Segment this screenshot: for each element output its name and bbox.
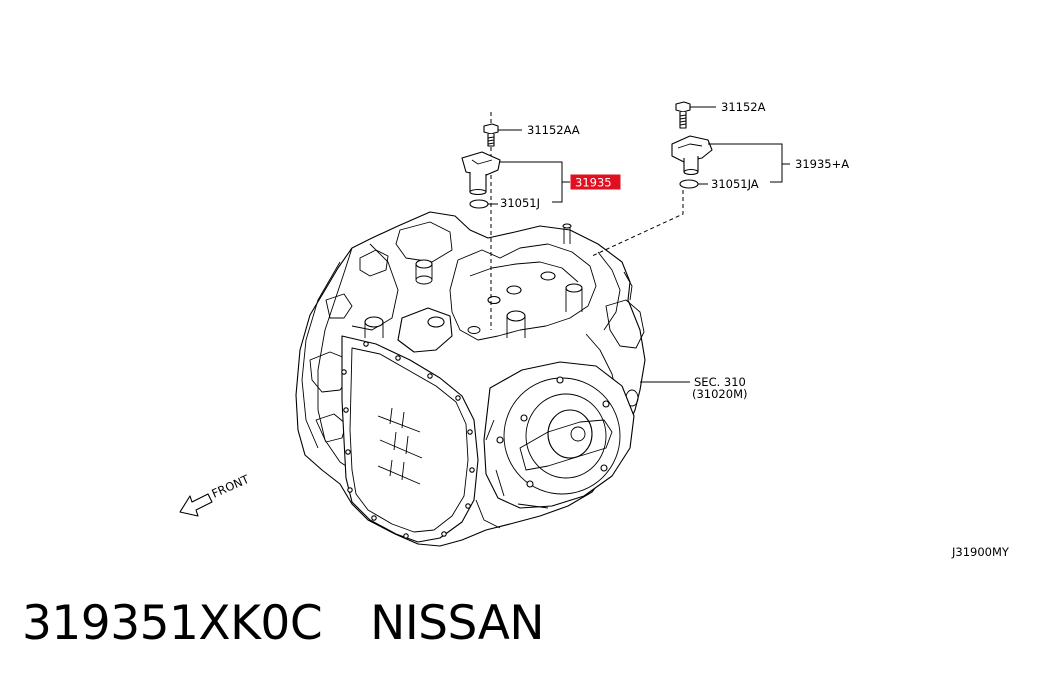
sensor-right-label: 31935+A [795,157,849,171]
sensor-group-right: 31152A 31935+A 31051JA [671,100,849,191]
oring-left-label: 31051J [500,196,540,210]
section-ref-line2: (31020M) [692,387,747,401]
oring-right-icon [679,179,699,189]
section-ref-line1: SEC. 310 [694,375,746,389]
bolt-left-label: 31152AA [527,123,580,137]
highlighted-part-text: 31935 [575,176,612,190]
bolt-right-label: 31152A [721,100,766,114]
part-caption: 319351XK0C NISSAN [22,596,545,651]
transmission-assembly [295,211,646,547]
highlighted-part-label: 31935 [570,174,621,190]
bolt-right-icon [675,101,691,129]
bolt-left-icon [483,123,499,147]
sensor-group-left: 31152AA 31051J 31935 [461,123,621,210]
brand-name: NISSAN [370,596,545,651]
oring-left-icon [469,199,489,209]
oring-right-label: 31051JA [711,177,759,191]
section-reference: SEC. 310 (31020M) [640,375,747,401]
speed-sensor-left-icon [461,151,501,196]
assembly-leaders [490,112,684,330]
front-indicator: FRONT [179,472,252,517]
drawing-code: J31900MY [951,545,1010,559]
pan-bolts [341,341,475,539]
speed-sensor-right-icon [671,135,713,176]
parts-diagram: 31152AA 31051J 31935 31152A 31935 [179,100,1010,559]
front-label: FRONT [210,472,252,501]
front-arrow-icon [179,493,213,517]
part-number: 319351XK0C [22,596,323,651]
